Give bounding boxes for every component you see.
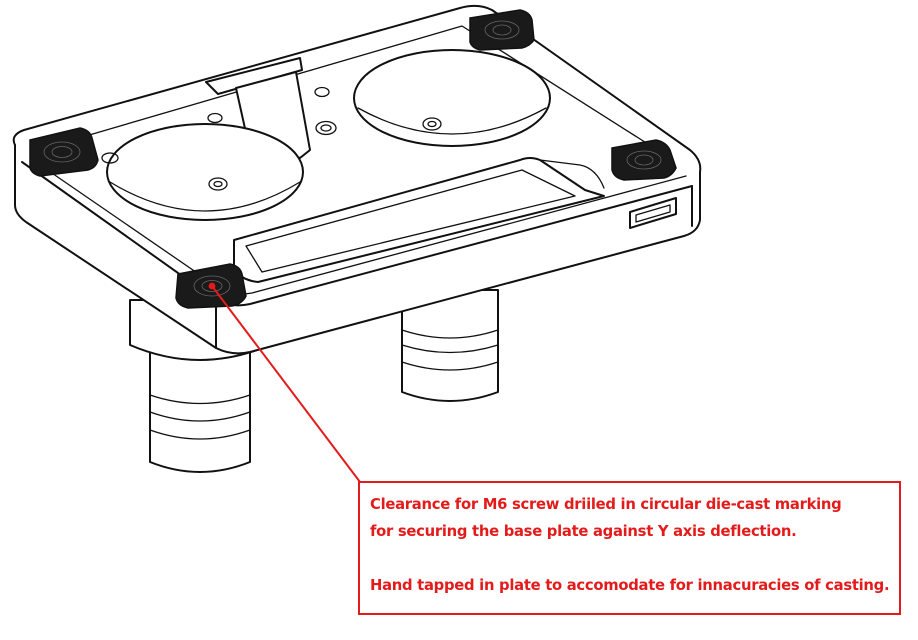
- callout-line-3: Hand tapped in plate to accomodate for i…: [370, 576, 890, 594]
- side-slot: [629, 197, 677, 229]
- left-pocket: [106, 123, 304, 221]
- annotation-callout: Clearance for M6 screw driiled in circul…: [358, 481, 901, 615]
- callout-line-1: Clearance for M6 screw driiled in circul…: [370, 495, 842, 513]
- corner-pad-front-right: [611, 139, 677, 181]
- corner-pad-rear-left: [29, 127, 99, 177]
- callout-leader-line: [211, 285, 361, 483]
- corner-pad-rear-right: [469, 9, 535, 51]
- right-leg: [401, 289, 499, 402]
- callout-line-2: for securing the base plate against Y ax…: [370, 522, 797, 540]
- right-pocket: [353, 49, 551, 147]
